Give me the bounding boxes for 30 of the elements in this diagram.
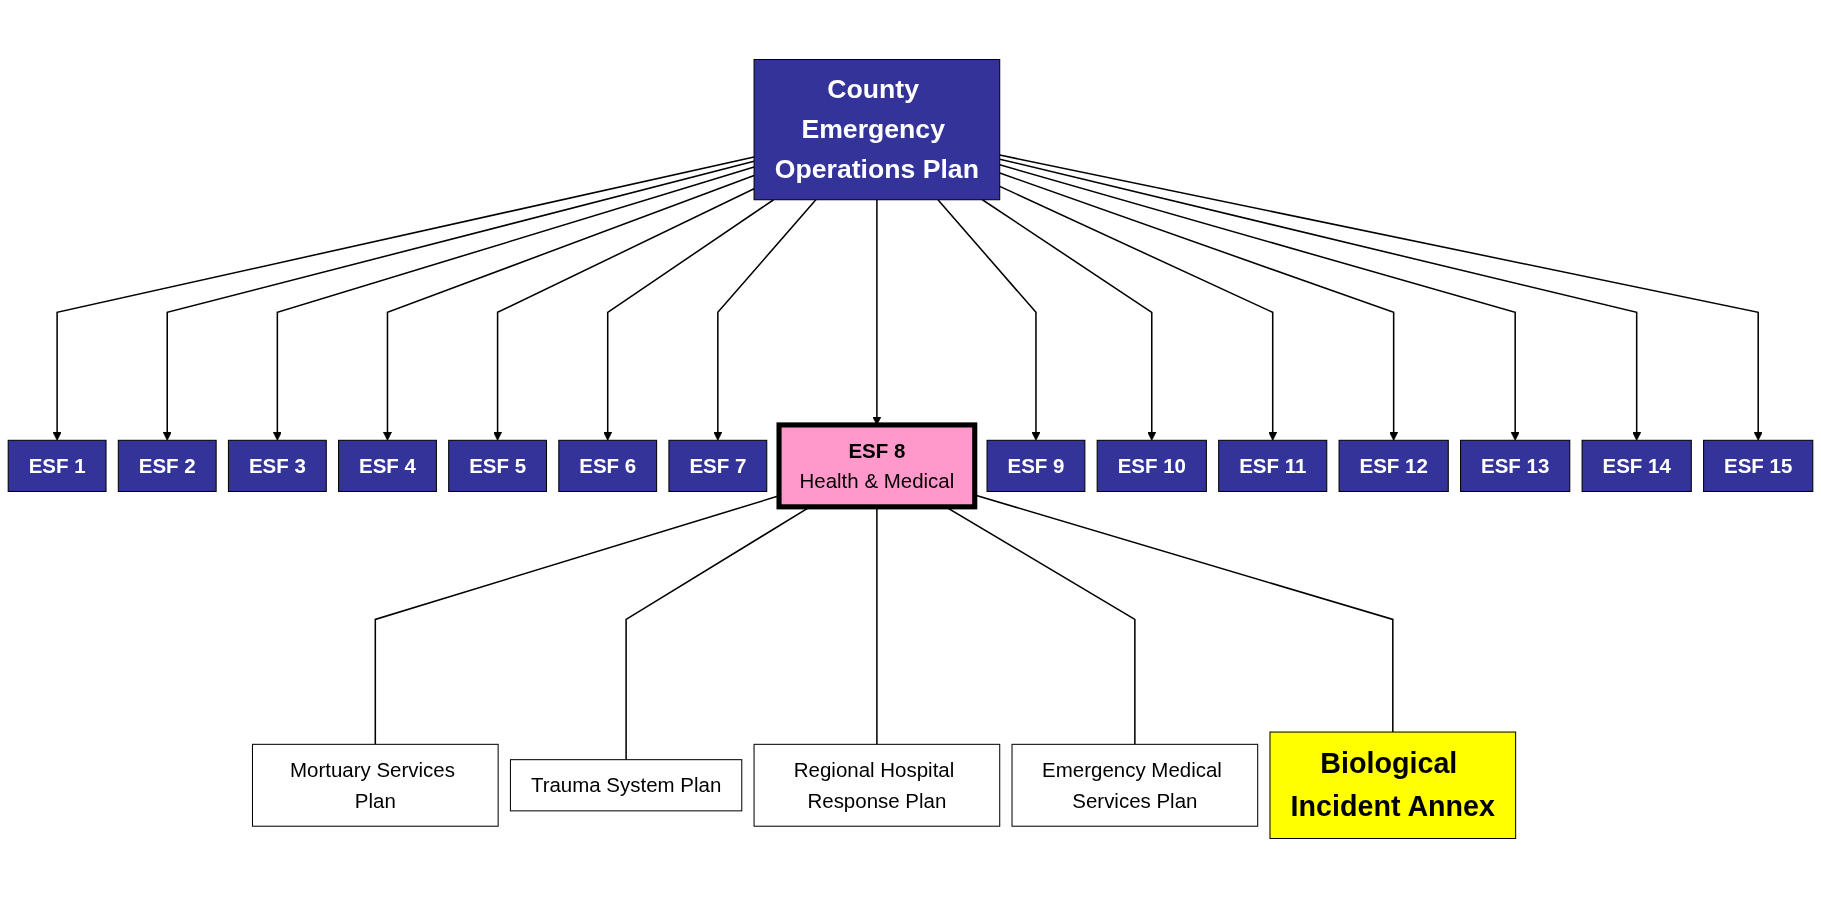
node-box: Mortuary Services Plan	[251, 743, 499, 827]
node-box: Emergency Medical Services Plan	[1011, 743, 1259, 827]
node-box: Regional Hospital Response Plan	[753, 743, 1001, 827]
arrow	[981, 198, 1157, 441]
node-box: ESF 13	[1460, 439, 1571, 492]
arrow	[603, 198, 775, 441]
arrow	[937, 198, 1041, 441]
node-box: Trauma System Plan	[509, 759, 743, 812]
arrow	[382, 174, 755, 441]
arrow	[713, 198, 817, 441]
node-box: ESF 8 Health & Medical	[776, 422, 978, 510]
node-box: ESF 14	[1581, 439, 1692, 492]
node-box: ESF 12	[1338, 439, 1449, 492]
arrow	[493, 188, 755, 441]
node-box: County Emergency Operations Plan	[753, 59, 1001, 201]
node-box: ESF 3	[227, 439, 327, 492]
arrow	[162, 160, 755, 441]
arrow	[272, 166, 755, 441]
node-box: ESF 5	[448, 439, 547, 492]
node-box: ESF 10	[1096, 439, 1207, 492]
node-box: ESF 4	[338, 439, 437, 492]
node-box: ESF 11	[1218, 439, 1328, 492]
node-box: ESF 7	[668, 439, 768, 492]
node-box: ESF 6	[558, 439, 658, 492]
arrow	[52, 156, 755, 441]
node-box: ESF 1	[7, 439, 107, 492]
node-box: ESF 2	[117, 439, 217, 492]
node-box: ESF 15	[1703, 439, 1814, 492]
node-box: ESF 9	[986, 439, 1086, 492]
node-box: Biological Incident Annex	[1269, 731, 1517, 839]
